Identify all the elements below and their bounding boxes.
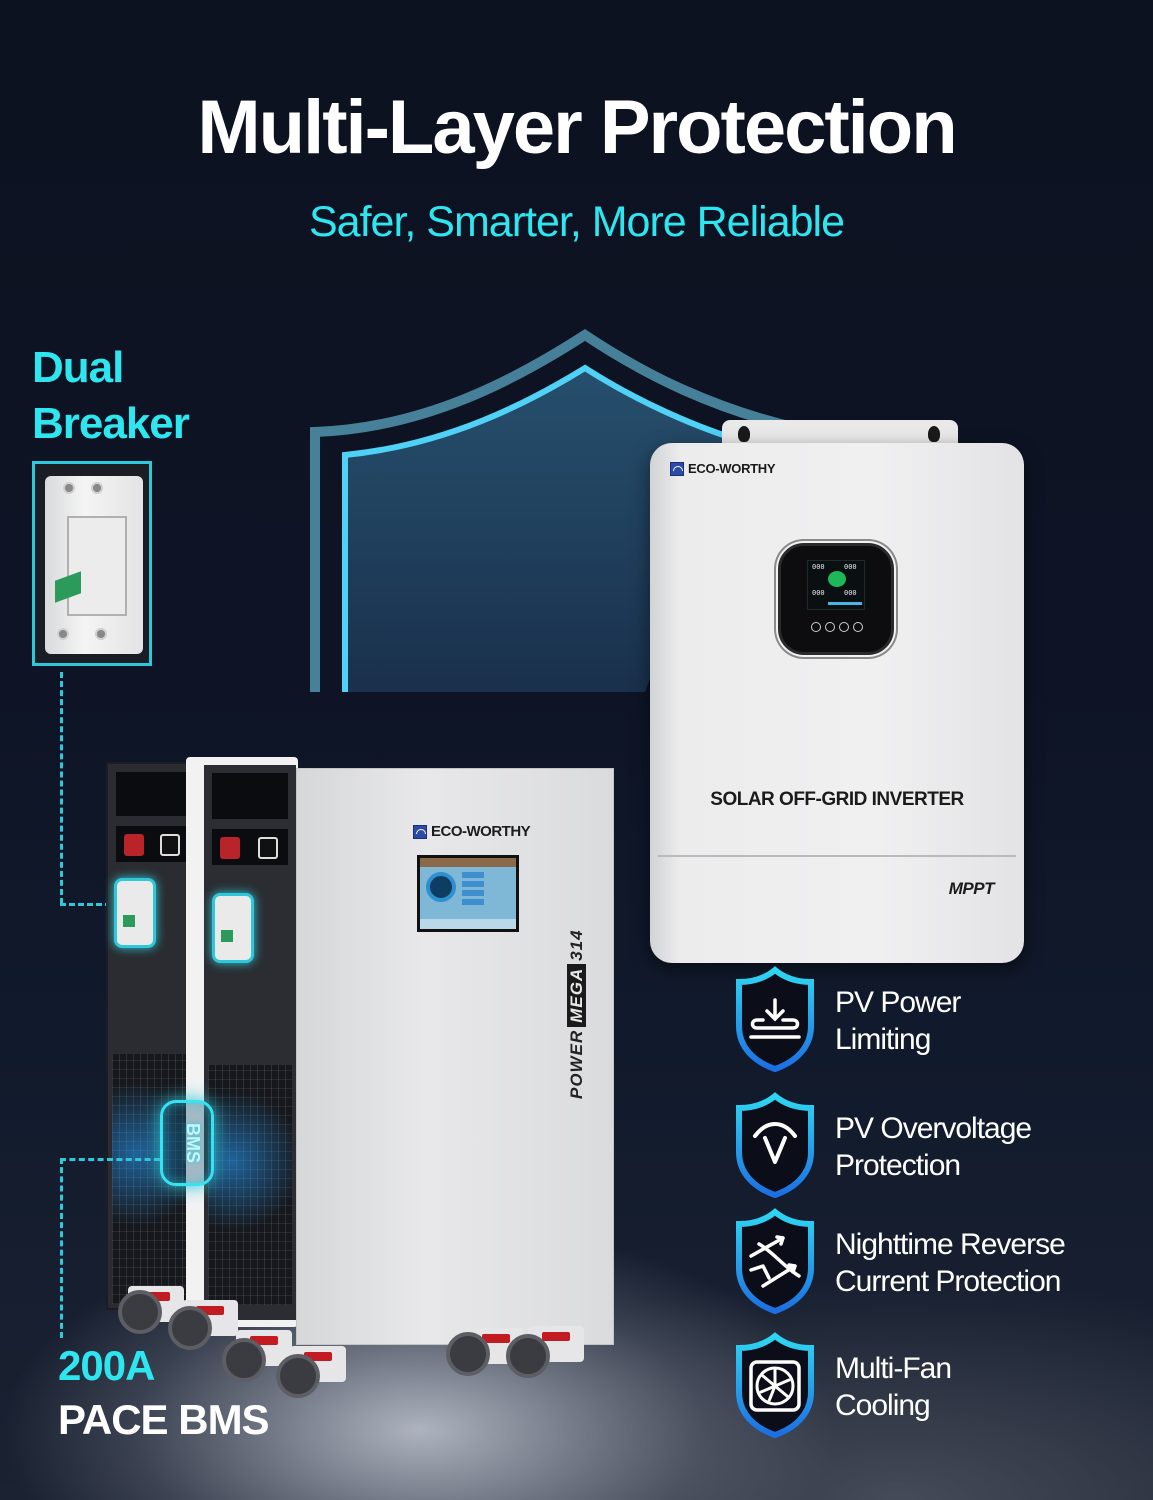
battery-touch-screen[interactable] [417, 855, 519, 932]
mppt-label: MPPT [948, 879, 995, 898]
feature-line2: Current Protection [835, 1265, 1061, 1298]
circuit-board-graphic [112, 1054, 192, 1304]
feature-text: Multi-Fan Cooling [835, 1350, 952, 1424]
soc-ring-icon [426, 872, 456, 902]
model-badge: MEGA [567, 963, 586, 1027]
dual-breaker-line2: Breaker [32, 399, 190, 448]
negative-terminal-icon [258, 837, 278, 859]
lcd-value: 000 [844, 563, 857, 571]
breaker-connector-line [60, 672, 63, 904]
feature-pv-overvoltage-protection: PV Overvoltage Protection [733, 1092, 1143, 1202]
breaker-connector-line [60, 903, 120, 906]
page-title: Multi-Layer Protection [197, 85, 957, 170]
battery-unit-rear [106, 762, 196, 1310]
negative-terminal-icon [160, 834, 180, 856]
fan-icon [736, 1332, 814, 1438]
screen-row [462, 899, 484, 905]
lcd-value: 000 [844, 589, 857, 597]
circuit-board-graphic [208, 1065, 292, 1305]
inverter-button-up[interactable] [825, 622, 835, 632]
screen-row [462, 872, 484, 878]
feature-multi-fan-cooling: Multi-Fan Cooling [733, 1332, 1143, 1442]
handle-slot [212, 773, 288, 819]
screw-icon [95, 628, 107, 640]
page-subtitle: Safer, Smarter, More Reliable [308, 198, 845, 246]
handle-slot [116, 772, 188, 816]
model-suffix: 314 [567, 929, 586, 961]
wheel-icon [168, 1306, 212, 1350]
bms-connector-line [60, 1158, 160, 1161]
battery-model-label: POWER MEGA 314 [567, 929, 587, 1099]
dual-breaker-label: Dual Breaker [32, 340, 190, 452]
feature-line2: Protection [835, 1149, 961, 1182]
voltage-v-icon [736, 1092, 814, 1198]
inverter-button-esc[interactable] [811, 622, 821, 632]
screen-bottom-bar [420, 919, 516, 929]
mount-hole-icon [738, 426, 750, 442]
screw-icon [63, 482, 75, 494]
screen-row [462, 881, 484, 887]
wheel-icon [506, 1334, 550, 1378]
inverter-brand-logo: ECO-WORTHY [670, 461, 776, 476]
battery-unit-middle [204, 765, 296, 1320]
model-prefix: POWER [567, 1029, 586, 1099]
eco-worthy-logo-icon [670, 461, 684, 476]
wheel-icon [276, 1354, 320, 1398]
screw-icon [91, 482, 103, 494]
inverter-button-enter[interactable] [853, 622, 863, 632]
lcd-battery-bar [828, 602, 862, 605]
feature-line2: Limiting [835, 1023, 931, 1056]
feature-line2: Cooling [835, 1389, 931, 1422]
lcd-status-icon [828, 571, 846, 587]
breaker-window [67, 516, 127, 616]
inverter-model-name: SOLAR OFF-GRID INVERTER [710, 789, 964, 810]
positive-terminal-icon [124, 834, 144, 856]
inverter-button-down[interactable] [839, 622, 849, 632]
wheel-icon [446, 1332, 490, 1376]
circuit-breaker-photo [32, 461, 152, 666]
bms-badge-text: BMS [183, 1123, 203, 1163]
bms-current-rating: 200A [58, 1342, 155, 1389]
screen-row [462, 890, 484, 896]
download-limit-icon [736, 966, 814, 1072]
lcd-value: 000 [812, 589, 825, 597]
feature-pv-power-limiting: PV Power Limiting [733, 966, 1143, 1076]
dual-breaker-line1: Dual [32, 343, 124, 392]
lcd-screen: 000 000 000 000 [807, 560, 865, 610]
feature-line1: PV Power [835, 986, 961, 1019]
wheel-icon [222, 1338, 266, 1382]
eco-worthy-logo-icon [413, 824, 427, 839]
battery-unit-front: ECO-WORTHY POWER MEGA 314 [296, 768, 614, 1345]
feature-text: Nighttime Reverse Current Protection [835, 1226, 1066, 1300]
reverse-current-arrows-icon [736, 1208, 814, 1314]
screen-top-bar [420, 858, 516, 867]
feature-text: PV Power Limiting [835, 984, 961, 1058]
feature-text: PV Overvoltage Protection [835, 1110, 1032, 1184]
inverter-panel-divider [658, 855, 1016, 857]
background-shield-graphic [310, 329, 805, 692]
bms-glow-badge: BMS [160, 1100, 214, 1186]
feature-line1: Multi-Fan [835, 1352, 952, 1385]
lcd-value: 000 [812, 563, 825, 571]
inverter-brand-text: ECO-WORTHY [688, 461, 776, 476]
solar-inverter: ECO-WORTHY 000 000 000 000 SOLAR OFF-GRI… [650, 443, 1024, 963]
positive-terminal-icon [220, 837, 240, 859]
bms-name: PACE BMS [58, 1396, 270, 1443]
inverter-lcd-display: 000 000 000 000 [778, 543, 894, 655]
feature-line1: Nighttime Reverse [835, 1228, 1066, 1261]
breaker-highlight [114, 878, 156, 948]
breaker-highlight [212, 893, 254, 963]
screw-icon [57, 628, 69, 640]
breaker-body [45, 476, 143, 654]
battery-brand-text: ECO-WORTHY [431, 823, 531, 840]
bms-connector-line [60, 1158, 63, 1338]
feature-nighttime-reverse-current-protection: Nighttime Reverse Current Protection [733, 1208, 1143, 1318]
feature-line1: PV Overvoltage [835, 1112, 1032, 1145]
battery-brand-logo: ECO-WORTHY [413, 823, 531, 840]
wheel-icon [118, 1290, 162, 1334]
mount-hole-icon [928, 426, 940, 442]
